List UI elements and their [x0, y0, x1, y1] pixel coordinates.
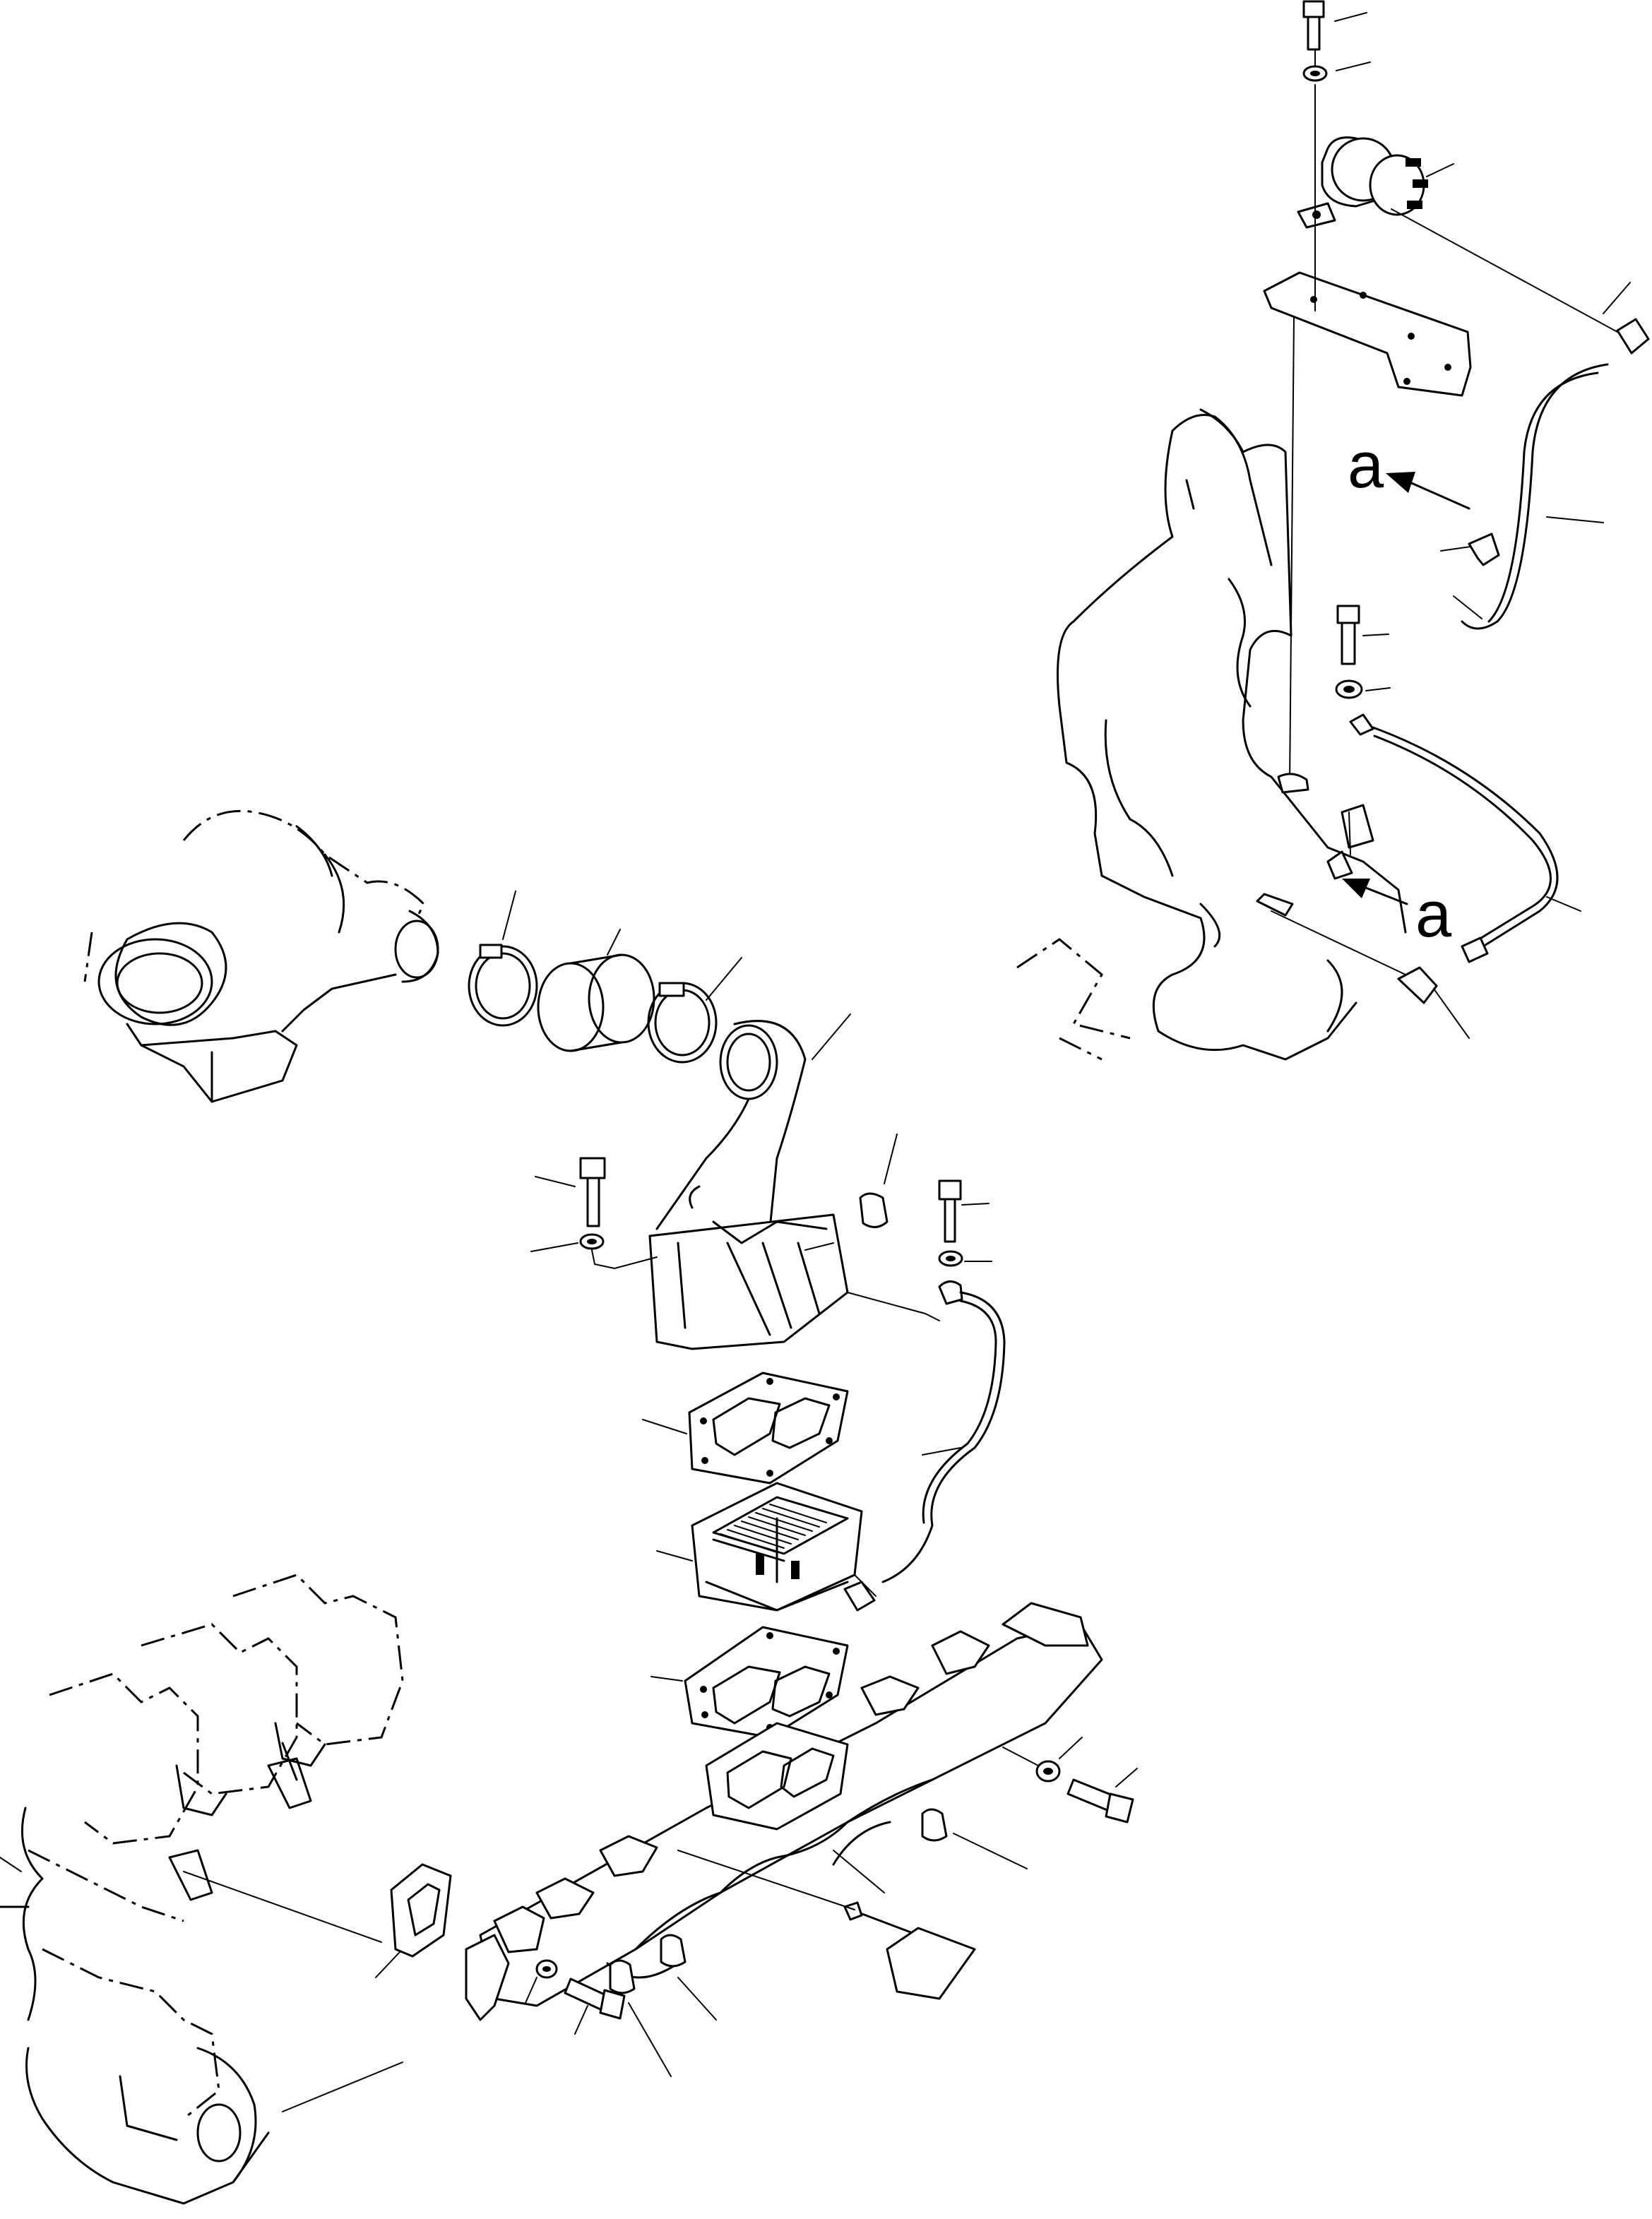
manifold-bolt-right: [1002, 1737, 1138, 1824]
temperature-sensor-lead: [843, 1280, 1006, 1612]
elbow-fitting-upper: [1440, 533, 1500, 566]
elbow-washer-left: [530, 1233, 605, 1252]
exhaust-temp-sensor: [677, 1850, 976, 2000]
view-reference-a-lower: a: [1342, 879, 1452, 951]
gasket-lower: [650, 1626, 849, 1739]
lower-right-bolt: [1336, 605, 1389, 665]
drain-plug-upper: [859, 1134, 898, 1228]
end-gasket: [375, 1863, 452, 1978]
elbow-bolt-right: [938, 1179, 990, 1243]
svg-text:a: a: [1415, 879, 1452, 951]
top-washer: [1302, 61, 1371, 82]
solenoid: [1297, 136, 1454, 229]
rubber-hose: [537, 929, 655, 1052]
elbow-washer-right: [938, 1250, 992, 1267]
top-bolt: [1302, 0, 1367, 51]
solenoid-assembly: a: [1016, 0, 1650, 1061]
manifold-plug-left-1: [609, 1959, 672, 2077]
view-reference-a-upper: a: [1348, 429, 1470, 510]
sensor-cable: [1349, 713, 1581, 963]
engine-housing-outline: [1016, 408, 1407, 1061]
manifold-plug-left-2: [660, 1934, 717, 2021]
lower-right-washer: [1335, 679, 1391, 699]
exhaust-manifold-assembly: [0, 1573, 1138, 2205]
elbow-bolt-left: [535, 1157, 606, 1227]
elbow-fitting-lower: [1256, 893, 1470, 1039]
cable-end-cap: [1603, 282, 1650, 355]
intake-heater: [656, 1482, 876, 1612]
hose-clamp-left: [468, 891, 538, 1027]
manifold-plug-right: [921, 1808, 1028, 1869]
exhaust-manifold: [465, 1602, 1103, 2021]
mounting-bracket: [1263, 271, 1472, 397]
manifold-bolt-left: [525, 1959, 626, 2035]
gasket-upper: [642, 1372, 849, 1485]
hose-clamp-right: [647, 957, 742, 1064]
exhaust-elbow: [648, 1013, 851, 1350]
turbocharger-outline: [83, 809, 439, 1103]
svg-text:a: a: [1348, 429, 1384, 501]
cylinder-head-outline: [0, 1573, 404, 2205]
turbocharger-connection: [83, 809, 1006, 1739]
